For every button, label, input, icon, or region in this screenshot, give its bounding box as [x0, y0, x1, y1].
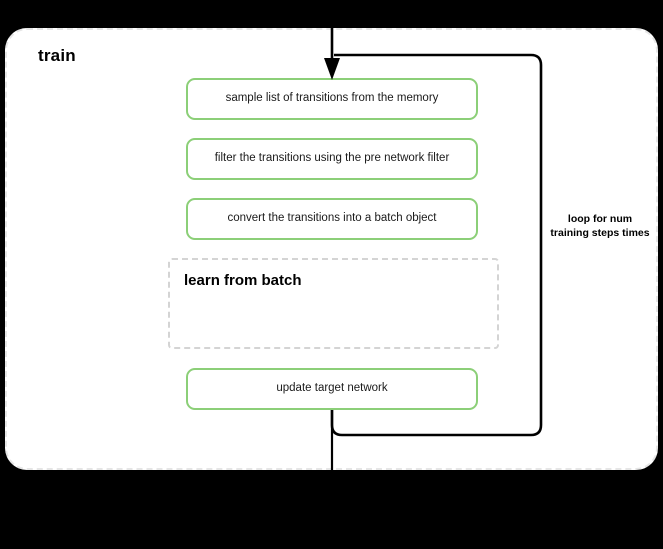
step-label: sample list of transitions from the memo… — [225, 92, 439, 105]
train-title: train — [38, 46, 76, 65]
step-box-update-target-network[interactable]: update target network — [186, 368, 478, 410]
learn-from-batch-title: learn from batch — [184, 272, 302, 289]
step-box-filter-transitions[interactable]: filter the transitions using the pre net… — [186, 138, 478, 180]
step-box-sample-transitions[interactable]: sample list of transitions from the memo… — [186, 78, 478, 120]
learn-from-batch-block[interactable]: learn from batch — [168, 258, 499, 349]
step-box-convert-to-batch[interactable]: convert the transitions into a batch obj… — [186, 198, 478, 240]
step-label: update target network — [276, 382, 388, 395]
step-label: convert the transitions into a batch obj… — [227, 212, 437, 225]
loop-annotation-label: loop for num training steps times — [550, 213, 650, 240]
step-label: filter the transitions using the pre net… — [214, 152, 450, 165]
